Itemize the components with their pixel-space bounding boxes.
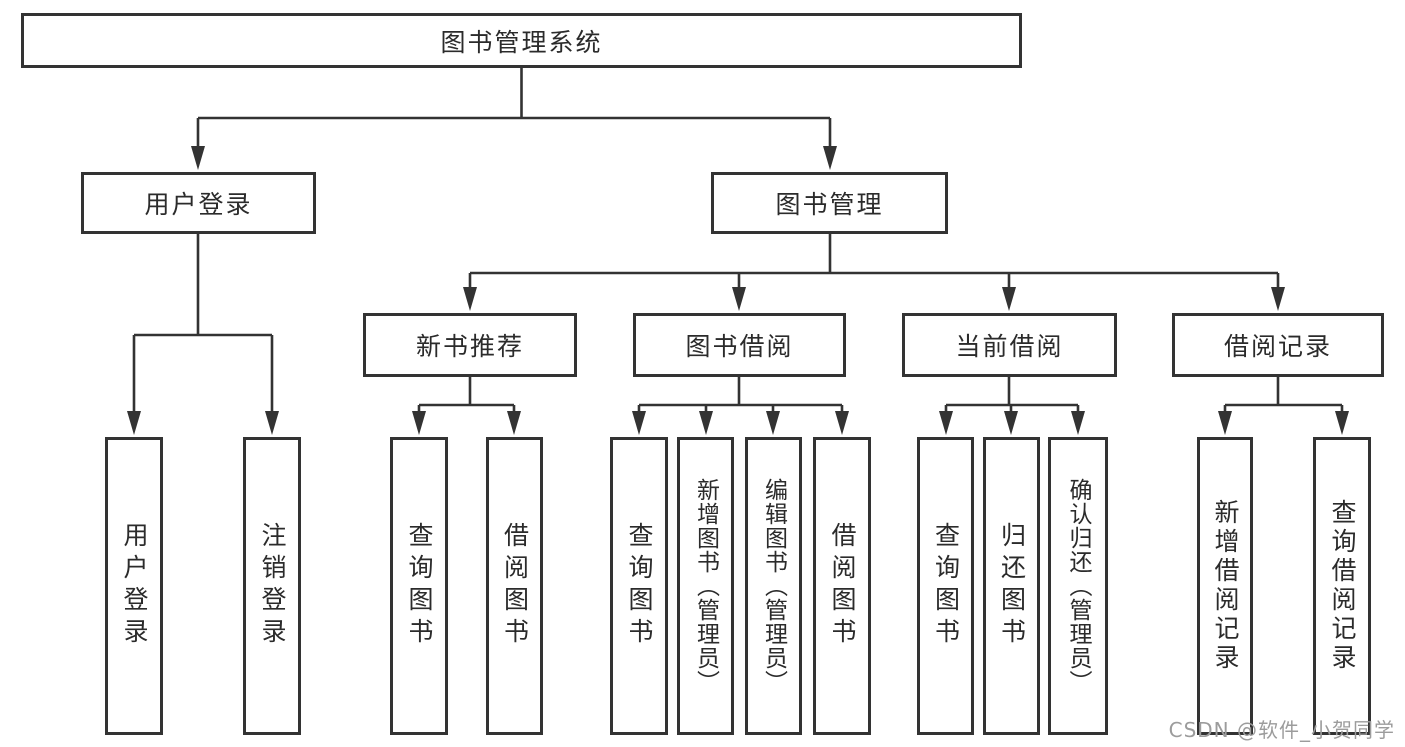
leaf-edit-books-admin: 编辑图书（管理员） xyxy=(745,437,802,735)
leaf-logout: 注销登录 xyxy=(243,437,301,735)
leaf-user-login: 用户登录 xyxy=(105,437,163,735)
leaf-query-books-borrow: 查询图书 xyxy=(610,437,668,735)
leaf-add-borrow-record: 新增借阅记录 xyxy=(1197,437,1253,735)
leaf-confirm-return-admin: 确认归还（管理员） xyxy=(1048,437,1108,735)
node-library-management-system: 图书管理系统 xyxy=(21,13,1022,68)
node-book-borrow: 图书借阅 xyxy=(633,313,846,377)
leaf-query-borrow-record: 查询借阅记录 xyxy=(1313,437,1371,735)
leaf-borrow-books: 借阅图书 xyxy=(813,437,871,735)
node-current-borrow: 当前借阅 xyxy=(902,313,1117,377)
node-user-login: 用户登录 xyxy=(81,172,316,234)
leaf-return-books: 归还图书 xyxy=(983,437,1040,735)
node-book-management: 图书管理 xyxy=(711,172,948,234)
csdn-watermark: CSDN @软件_小贺同学 xyxy=(1168,718,1395,742)
arrowhead-icons xyxy=(127,146,1349,435)
leaf-query-books-recommend: 查询图书 xyxy=(390,437,448,735)
node-new-book-recommend: 新书推荐 xyxy=(363,313,577,377)
leaf-borrow-books-recommend: 借阅图书 xyxy=(486,437,543,735)
node-borrow-records: 借阅记录 xyxy=(1172,313,1384,377)
leaf-add-books-admin: 新增图书（管理员） xyxy=(677,437,734,735)
leaf-query-books-current: 查询图书 xyxy=(917,437,974,735)
